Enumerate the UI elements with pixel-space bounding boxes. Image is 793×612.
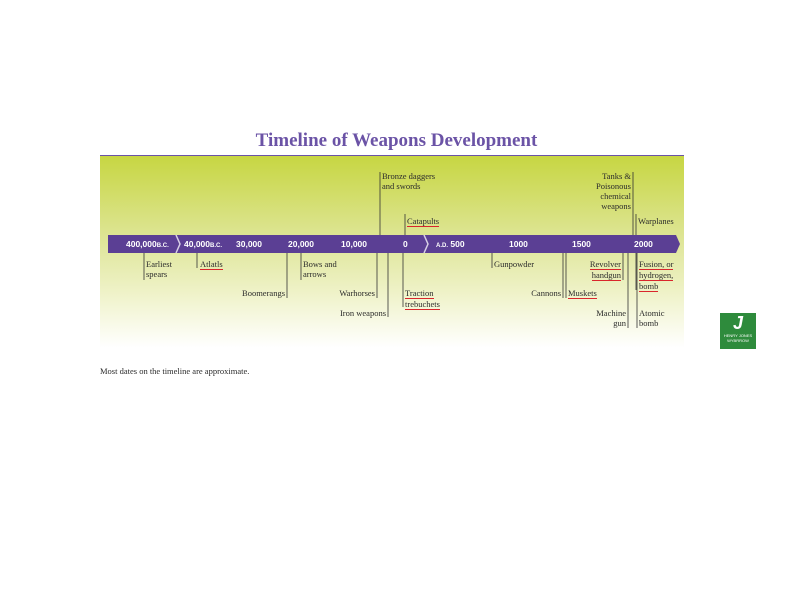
tick-20000: 20,000: [288, 239, 314, 249]
logo-line-2: WYBRROW: [727, 338, 749, 343]
diagram-title: Timeline of Weapons Development: [255, 130, 538, 151]
event-warplanes: Warplanes: [638, 216, 674, 226]
event-iron-weapons: Iron weapons: [339, 308, 386, 318]
logo-line-1: HENRY JONES: [723, 333, 753, 338]
event-boomerangs: Boomerangs: [242, 288, 285, 298]
tick-0: 0: [403, 239, 408, 249]
logo-glyph: J: [732, 313, 743, 333]
tick-1500: 1500: [572, 239, 591, 249]
event-muskets: Muskets: [568, 288, 597, 299]
event-cannons: Cannons: [531, 288, 561, 298]
tick-2000: 2000: [634, 239, 653, 249]
publisher-logo: J HENRY JONES WYBRROW: [720, 313, 756, 349]
tick-ad500: A.D. 500: [436, 239, 465, 249]
event-atlatls: Atlatls: [200, 259, 223, 270]
tick-30000: 30,000: [236, 239, 262, 249]
tick-10000: 10,000: [341, 239, 367, 249]
event-catapults: Catapults: [407, 216, 440, 227]
tick-400000bc: 400,000B.C.: [126, 239, 169, 249]
footnote: Most dates on the timeline are approxima…: [100, 366, 250, 376]
event-gunpowder: Gunpowder: [494, 259, 535, 269]
title-rule: [100, 155, 684, 156]
tick-1000: 1000: [509, 239, 528, 249]
tick-40000bc: 40,000B.C.: [184, 239, 222, 249]
event-warhorses: Warhorses: [339, 288, 375, 298]
